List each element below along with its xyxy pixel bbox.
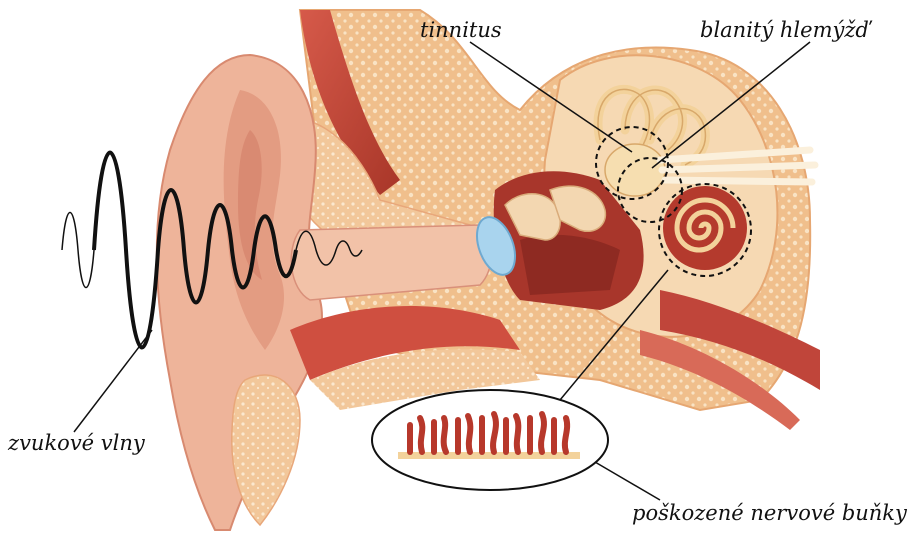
ear-lobe bbox=[232, 375, 300, 525]
sound-wave-thin bbox=[62, 213, 94, 288]
label-sound-waves: zvukové vlny bbox=[8, 433, 145, 454]
label-tinnitus: tinnitus bbox=[420, 20, 502, 41]
vestibule bbox=[605, 144, 665, 196]
label-damaged-nerve-cells: poškozené nervové buňky bbox=[632, 503, 907, 524]
cochlea bbox=[663, 186, 747, 270]
middle-ear-shadow bbox=[520, 235, 620, 295]
label-membranous-cochlea: blanitý hlemýžď bbox=[700, 20, 869, 41]
